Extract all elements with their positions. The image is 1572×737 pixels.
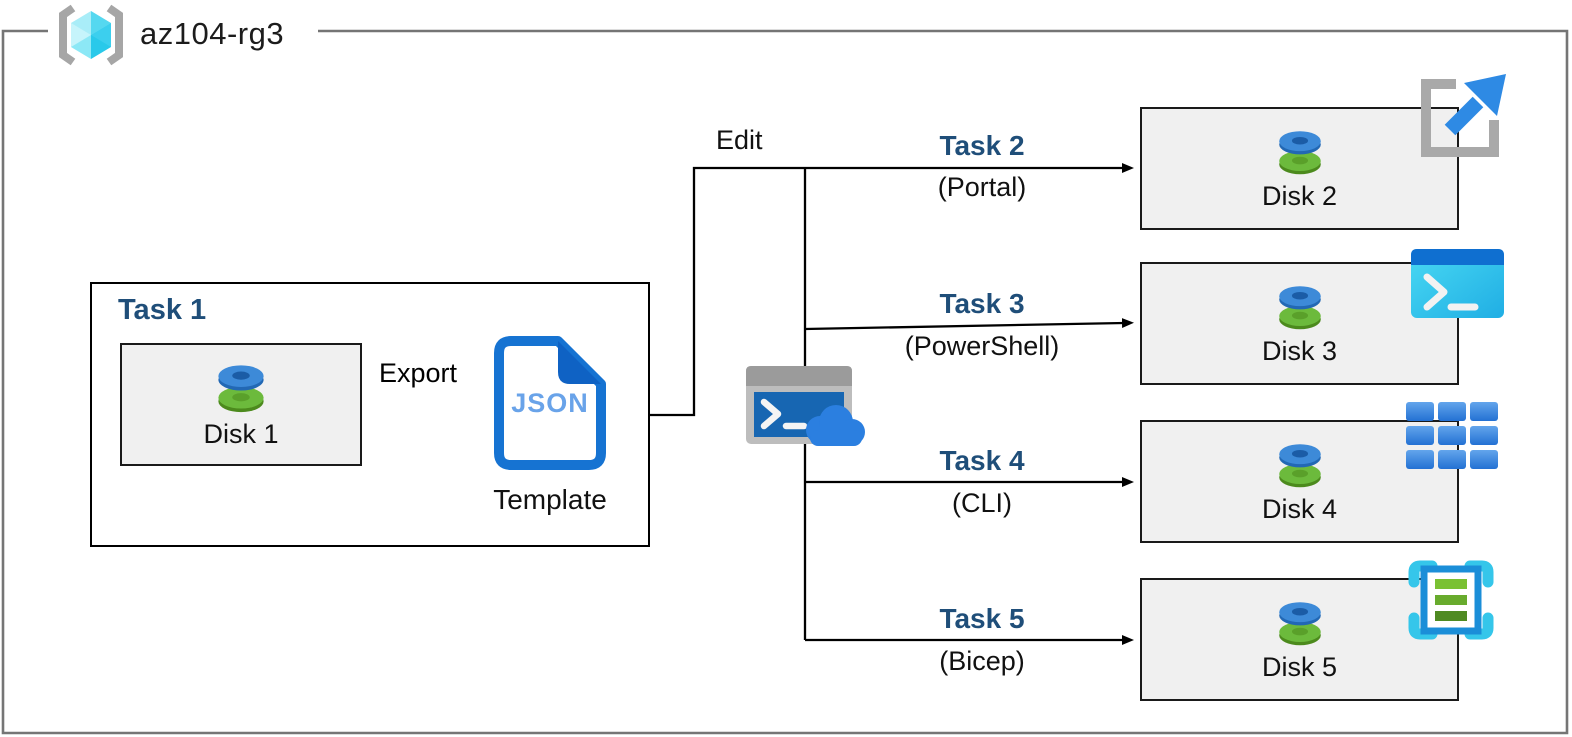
- task4-method: (CLI): [952, 488, 1012, 518]
- portal-launch-icon: [1421, 74, 1506, 157]
- json-template-icon: [494, 336, 606, 470]
- task2-method: (Portal): [937, 172, 1027, 202]
- disk5-label: Disk 5: [1261, 651, 1337, 682]
- task1-title: Task 1: [118, 294, 207, 326]
- task3-method: (PowerShell): [904, 331, 1060, 361]
- json-file-type-label: JSON: [511, 388, 589, 418]
- edit-connector-label: Edit: [716, 125, 763, 155]
- disk5-box: Disk 5: [1140, 578, 1459, 701]
- disk3-box: Disk 3: [1140, 262, 1459, 385]
- disk1-box: Disk 1: [120, 343, 362, 466]
- disk5-icon: [1278, 601, 1321, 645]
- task4-name: Task 4: [939, 445, 1025, 476]
- task5-name: Task 5: [939, 603, 1025, 634]
- disk2-label: Disk 2: [1261, 180, 1337, 211]
- disk2-icon: [1278, 130, 1321, 174]
- bicep-template-icon: [1408, 560, 1494, 640]
- template-label: Template: [493, 484, 607, 515]
- disk4-icon: [1278, 443, 1321, 487]
- disk1-label: Disk 1: [203, 418, 279, 449]
- task2-name: Task 2: [939, 130, 1025, 161]
- cli-grid-icon: [1406, 402, 1498, 469]
- task3-name: Task 3: [939, 288, 1025, 319]
- disk4-label: Disk 4: [1261, 493, 1337, 524]
- export-arrow-label: Export: [378, 358, 458, 388]
- powershell-icon: [1411, 249, 1504, 318]
- resource-group-icon: [59, 4, 123, 66]
- disk4-box: Disk 4: [1140, 420, 1459, 543]
- disk3-label: Disk 3: [1261, 335, 1337, 366]
- resource-group-name: az104-rg3: [140, 16, 285, 51]
- task5-method: (Bicep): [939, 646, 1025, 676]
- disk2-box: Disk 2: [1140, 107, 1459, 230]
- disk1-icon: [218, 365, 264, 412]
- disk3-icon: [1278, 285, 1321, 329]
- task3-arrow: [804, 318, 1134, 331]
- cloud-shell-icon: [746, 366, 865, 446]
